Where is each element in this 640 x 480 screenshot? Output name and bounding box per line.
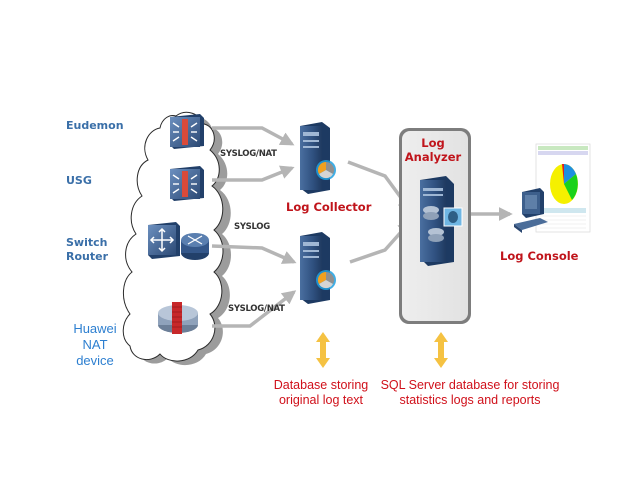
source-label-huawei: Huawei: [73, 321, 117, 336]
source-label-usg: USG: [66, 174, 92, 187]
source-label-nat: NAT: [82, 337, 108, 352]
collector-db-caption: Database storing original log text: [256, 378, 386, 408]
log-analyzer-server-icon: [420, 176, 463, 266]
source-label-switch-router: Switch Router: [66, 236, 108, 264]
arrow-usg-to-collector: [212, 165, 295, 182]
protocol-label-syslog-nat-top: SYSLOG/NAT: [220, 149, 277, 159]
source-label-switch: Switch: [66, 236, 108, 249]
protocol-label-syslog: SYSLOG: [234, 222, 270, 232]
arrow-switch-to-collector: [211, 244, 297, 264]
log-analyzer-title: Log Analyzer: [403, 136, 463, 164]
arrow-nat-to-collector: [212, 290, 297, 328]
log-analyzer-title-line2: Analyzer: [404, 150, 462, 164]
source-label-router: Router: [66, 250, 109, 263]
log-analyzer-title-line1: Log: [421, 136, 445, 150]
nat-device-icon: [158, 302, 198, 334]
log-collector-server-icon: [300, 122, 336, 194]
report-document-icon: [535, 143, 591, 233]
log-console-title: Log Console: [500, 249, 579, 263]
collector-db-caption-line2: original log text: [278, 393, 364, 407]
source-label-eudemon: Eudemon: [66, 119, 124, 132]
analyzer-db-caption-line2: statistics logs and reports: [399, 393, 541, 407]
arrow-eudemon-to-collector: [212, 126, 295, 146]
protocol-label-syslog-nat-bottom: SYSLOG/NAT: [228, 304, 285, 314]
analyzer-db-caption-line1: SQL Server database for storing: [380, 378, 560, 392]
log-collector-server-icon-2: [300, 232, 336, 304]
usg-firewall-icon: [170, 166, 204, 201]
source-label-device: device: [76, 353, 114, 368]
collector-db-arrow-icon: [316, 332, 330, 368]
switch-icon: [148, 222, 180, 259]
router-icon: [181, 233, 209, 260]
report-pie-chart: [550, 163, 578, 204]
console-computer-icon: [514, 188, 548, 233]
source-label-huawei-nat: Huawei NAT device: [70, 321, 120, 369]
log-collector-title: Log Collector: [286, 200, 372, 214]
collector-db-caption-line1: Database storing: [273, 378, 369, 392]
eudemon-firewall-icon: [170, 114, 204, 149]
analyzer-db-caption: SQL Server database for storing statisti…: [370, 378, 570, 408]
analyzer-db-arrow-icon: [434, 332, 448, 368]
